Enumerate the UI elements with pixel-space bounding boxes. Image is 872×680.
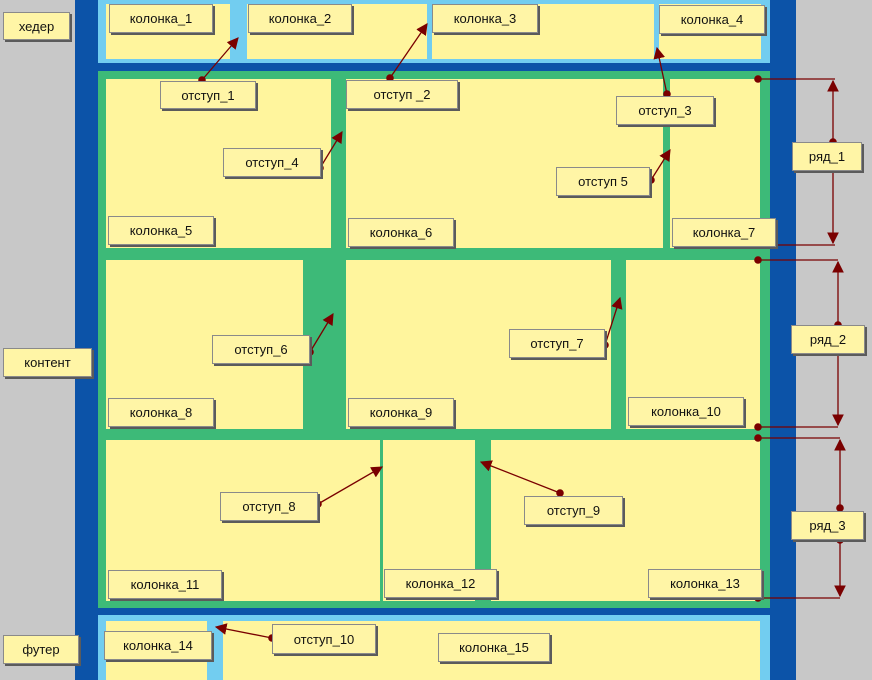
area-label-footer: футер [3, 635, 79, 664]
column-label-12: колонка_12 [384, 569, 497, 598]
column-label-6: колонка_6 [348, 218, 454, 247]
area-label-header: хедер [3, 12, 70, 40]
row-label-2: ряд_2 [791, 325, 865, 354]
column-label-15: колонка_15 [438, 633, 550, 662]
gap-arrow-10 [214, 623, 273, 639]
gap-arrow-5 [650, 149, 671, 181]
column-label-8: колонка_8 [108, 398, 214, 427]
gap-arrow-9 [479, 460, 561, 494]
gap-arrow-6 [309, 312, 334, 353]
column-label-2: колонка_2 [248, 4, 352, 33]
gap-label-5: отступ 5 [556, 167, 650, 196]
gap-label-3: отступ_3 [616, 96, 714, 125]
gap-arrow-4 [319, 131, 343, 169]
gap-label-2: отступ _2 [346, 80, 458, 109]
column-label-4: колонка_4 [659, 5, 765, 34]
gap-label-7: отступ_7 [509, 329, 605, 358]
column-label-7: колонка_7 [672, 218, 776, 247]
column-label-10: колонка_10 [628, 397, 744, 426]
gap-arrow-7 [604, 296, 623, 346]
column-label-11: колонка_11 [108, 570, 222, 599]
column-label-14: колонка_14 [104, 631, 212, 660]
gap-label-8: отступ_8 [220, 492, 318, 521]
area-label-content: контент [3, 348, 92, 377]
gap-arrow-3 [653, 46, 668, 95]
gap-label-10: отступ_10 [272, 624, 376, 654]
gap-arrow-2 [389, 23, 428, 79]
gap-label-1: отступ_1 [160, 81, 256, 109]
column-label-3: колонка_3 [432, 4, 538, 33]
column-label-1: колонка_1 [109, 4, 213, 33]
row-label-3: ряд_3 [791, 511, 864, 540]
gap-arrow-8 [317, 466, 384, 505]
column-label-13: колонка_13 [648, 569, 762, 598]
gap-arrow-1 [201, 37, 239, 81]
column-label-9: колонка_9 [348, 398, 454, 427]
gap-label-9: отступ_9 [524, 496, 623, 525]
gap-label-4: отступ_4 [223, 148, 321, 177]
row-label-1: ряд_1 [792, 142, 862, 171]
gap-label-6: отступ_6 [212, 335, 310, 364]
column-label-5: колонка_5 [108, 216, 214, 245]
